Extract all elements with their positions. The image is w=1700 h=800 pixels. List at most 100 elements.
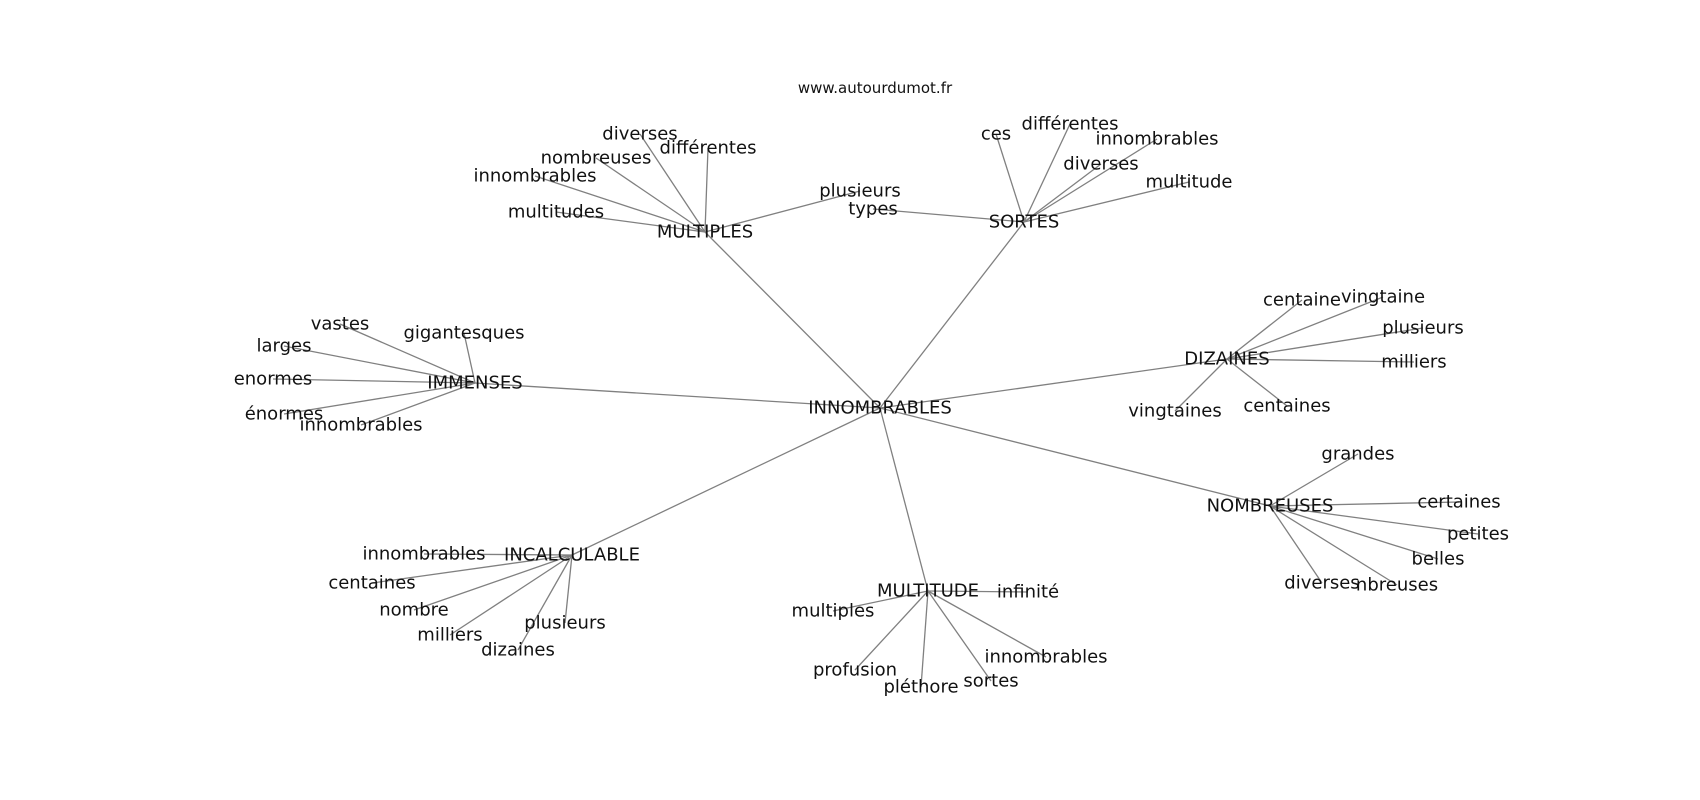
edge-multiples-4 bbox=[555, 211, 706, 233]
node-leaf-multitude-5: sortes bbox=[963, 671, 1018, 692]
edge-incalculable-1 bbox=[371, 554, 573, 584]
node-leaf-nombreuses-0: grandes bbox=[1321, 444, 1394, 465]
node-leaf-sortes-4: multitude bbox=[1146, 172, 1233, 193]
edge-incalculable-5 bbox=[564, 554, 573, 624]
node-leaf-dizaines-0: centaine bbox=[1263, 290, 1341, 311]
edge-center-sortes bbox=[879, 221, 1025, 409]
edge-sortes-5 bbox=[872, 208, 1025, 223]
node-center: INNOMBRABLES bbox=[808, 398, 952, 419]
edge-multiples-3 bbox=[534, 175, 706, 233]
node-leaf-dizaines-4: vingtaines bbox=[1128, 401, 1221, 422]
edge-multitude-0 bbox=[927, 590, 1029, 593]
node-leaf-sortes-3: diverses bbox=[1063, 154, 1138, 175]
edge-center-multiples bbox=[704, 231, 881, 409]
edge-incalculable-3 bbox=[449, 554, 573, 636]
edge-center-dizaines bbox=[879, 358, 1228, 409]
node-leaf-dizaines-2: plusieurs bbox=[1382, 318, 1463, 339]
node-leaf-immenses-3: enormes bbox=[234, 369, 313, 390]
node-leaf-multiples-4: multitudes bbox=[508, 202, 604, 223]
edge-multitude-1 bbox=[832, 590, 929, 612]
edge-center-nombreuses bbox=[879, 407, 1271, 507]
edge-center-immenses bbox=[474, 382, 881, 409]
edge-dizaines-5 bbox=[1226, 358, 1288, 407]
edge-nombreuses-1 bbox=[1269, 501, 1460, 507]
node-leaf-incalculable-3: milliers bbox=[417, 625, 482, 646]
edge-incalculable-0 bbox=[423, 553, 573, 556]
node-leaf-dizaines-1: vingtaine bbox=[1341, 287, 1425, 308]
node-leaf-multitude-1: multiples bbox=[792, 601, 875, 622]
edge-sortes-1 bbox=[1023, 123, 1071, 223]
edge-dizaines-1 bbox=[1226, 296, 1384, 360]
edge-nombreuses-0 bbox=[1269, 453, 1359, 507]
edge-multiples-0 bbox=[639, 133, 706, 233]
edge-multitude-5 bbox=[927, 590, 992, 682]
site-url: www.autourdumot.fr bbox=[798, 79, 953, 97]
edge-sortes-2 bbox=[1023, 138, 1158, 223]
node-leaf-nombreuses-2: petites bbox=[1447, 524, 1509, 545]
node-hub-sortes: SORTES bbox=[989, 212, 1060, 233]
edge-multitude-4 bbox=[920, 590, 929, 688]
node-leaf-multiples-0: diverses bbox=[602, 124, 677, 145]
edge-dizaines-3 bbox=[1226, 358, 1415, 363]
node-leaf-incalculable-2: nombre bbox=[379, 600, 448, 621]
edge-incalculable-2 bbox=[413, 554, 573, 611]
node-leaf-immenses-5: innombrables bbox=[299, 415, 422, 436]
node-leaf-immenses-2: larges bbox=[257, 336, 312, 357]
node-leaf-nombreuses-1: certaines bbox=[1417, 492, 1500, 513]
node-leaf-sortes-5: types bbox=[848, 199, 898, 220]
edge-sortes-3 bbox=[1023, 163, 1102, 223]
node-leaf-immenses-0: vastes bbox=[311, 314, 370, 335]
node-hub-immenses: IMMENSES bbox=[427, 373, 522, 394]
node-hub-multiples: MULTIPLES bbox=[657, 222, 753, 243]
node-hub-dizaines: DIZAINES bbox=[1184, 349, 1269, 370]
node-leaf-multitude-3: profusion bbox=[813, 660, 897, 681]
edge-dizaines-2 bbox=[1226, 327, 1424, 360]
edge-immenses-1 bbox=[463, 332, 476, 384]
edge-nombreuses-2 bbox=[1269, 505, 1479, 535]
edge-immenses-0 bbox=[339, 323, 476, 384]
node-leaf-multiples-5: plusieurs bbox=[819, 181, 900, 202]
edge-center-incalculable bbox=[571, 407, 881, 556]
node-leaf-immenses-1: gigantesques bbox=[403, 323, 524, 344]
node-leaf-sortes-1: différentes bbox=[1022, 114, 1119, 135]
node-leaf-dizaines-5: centaines bbox=[1243, 396, 1330, 417]
edge-multiples-2 bbox=[595, 157, 706, 233]
edge-multiples-1 bbox=[704, 147, 709, 233]
node-hub-nombreuses: NOMBREUSES bbox=[1207, 496, 1334, 517]
edge-multitude-3 bbox=[854, 590, 929, 671]
edge-immenses-3 bbox=[272, 378, 476, 384]
edge-nombreuses-5 bbox=[1269, 505, 1398, 586]
edge-sortes-4 bbox=[1023, 181, 1190, 223]
node-leaf-incalculable-0: innombrables bbox=[362, 544, 485, 565]
edge-multiples-5 bbox=[704, 190, 861, 233]
edge-sortes-0 bbox=[995, 133, 1025, 223]
node-hub-incalculable: INCALCULABLE bbox=[504, 545, 640, 566]
node-leaf-multiples-3: innombrables bbox=[473, 166, 596, 187]
edge-nombreuses-4 bbox=[1269, 505, 1323, 584]
node-leaf-multiples-2: nombreuses bbox=[541, 148, 652, 169]
node-leaf-sortes-0: ces bbox=[981, 124, 1011, 145]
edge-dizaines-0 bbox=[1226, 299, 1303, 360]
edge-immenses-4 bbox=[283, 382, 476, 415]
edge-nombreuses-3 bbox=[1269, 505, 1439, 560]
edge-dizaines-4 bbox=[1174, 358, 1228, 412]
edge-multitude-2 bbox=[927, 590, 1047, 658]
node-leaf-incalculable-1: centaines bbox=[328, 573, 415, 594]
edge-immenses-5 bbox=[360, 382, 476, 426]
node-leaf-dizaines-3: milliers bbox=[1381, 352, 1446, 373]
node-leaf-incalculable-5: plusieurs bbox=[524, 613, 605, 634]
node-leaf-multitude-4: pléthore bbox=[883, 677, 958, 698]
edge-center-multitude bbox=[879, 407, 929, 592]
graph-edges bbox=[272, 123, 1479, 688]
node-leaf-multiples-1: différentes bbox=[660, 138, 757, 159]
edge-incalculable-4 bbox=[517, 554, 573, 651]
node-leaf-sortes-2: innombrables bbox=[1095, 129, 1218, 150]
node-leaf-nombreuses-5: nbreuses bbox=[1356, 575, 1438, 596]
node-leaf-incalculable-4: dizaines bbox=[481, 640, 555, 661]
node-leaf-multitude-2: innombrables bbox=[984, 647, 1107, 668]
node-hub-multitude: MULTITUDE bbox=[877, 581, 979, 602]
node-leaf-nombreuses-4: diverses bbox=[1284, 573, 1359, 594]
node-leaf-immenses-4: énormes bbox=[245, 404, 324, 425]
